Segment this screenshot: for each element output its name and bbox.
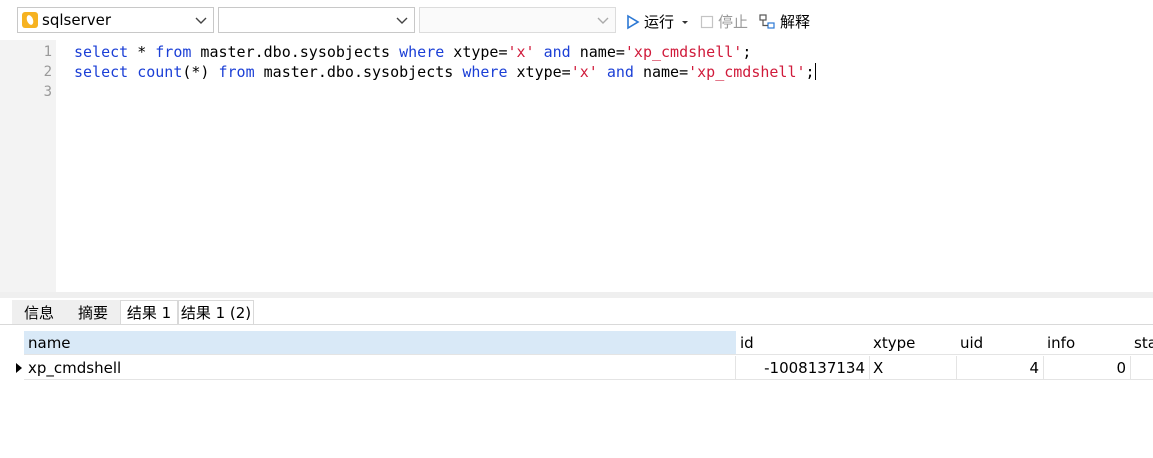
column-header-id[interactable]: id	[736, 331, 870, 355]
column-header-info[interactable]: info	[1043, 331, 1131, 355]
table-cell-uid[interactable]: 4	[956, 356, 1044, 380]
result-grid[interactable]: name id xtype uid info sta xp_cmdshell -…	[12, 331, 1153, 458]
table-cell-info[interactable]: 0	[1043, 356, 1131, 380]
toolbar: sqlserver 运行 停止 解释	[0, 0, 1153, 40]
explain-label: 解释	[780, 13, 811, 31]
sqlserver-icon	[22, 12, 38, 28]
code-line[interactable]: select * from master.dbo.sysobjects wher…	[74, 43, 752, 61]
tab-summary[interactable]: 摘要	[66, 300, 120, 324]
database-select[interactable]	[218, 7, 415, 33]
result-tabs: 信息 摘要 结果 1 结果 1 (2)	[0, 298, 1153, 325]
explain-button[interactable]: 解释	[759, 11, 810, 32]
explain-icon	[759, 13, 775, 29]
play-icon	[627, 14, 640, 29]
stop-label: 停止	[718, 13, 749, 31]
tab-result-1-2[interactable]: 结果 1 (2)	[178, 300, 254, 324]
pane-splitter[interactable]	[0, 292, 1153, 298]
current-row-marker-icon	[12, 356, 26, 380]
line-number: 3	[43, 84, 52, 100]
schema-select[interactable]	[419, 7, 616, 33]
column-header-xtype[interactable]: xtype	[869, 331, 957, 355]
tab-info[interactable]: 信息	[12, 300, 66, 324]
table-cell-name[interactable]: xp_cmdshell	[24, 356, 736, 380]
chevron-down-icon	[195, 17, 207, 24]
sql-editor[interactable]: 1 2 3 select * from master.dbo.sysobject…	[0, 40, 1153, 292]
column-header-name[interactable]: name	[24, 331, 748, 355]
connection-value: sqlserver	[42, 11, 111, 29]
tab-result-1[interactable]: 结果 1	[120, 300, 178, 324]
stop-icon	[700, 15, 714, 28]
line-number: 2	[43, 64, 52, 80]
chevron-down-icon	[396, 17, 408, 24]
text-caret	[814, 63, 816, 80]
caret-down-icon[interactable]	[680, 17, 690, 27]
table-cell-id[interactable]: -1008137134	[736, 356, 870, 380]
line-number: 1	[43, 44, 52, 60]
chevron-down-icon	[597, 17, 609, 24]
table-cell-sta[interactable]	[1130, 356, 1153, 380]
column-header-sta[interactable]: sta	[1130, 331, 1153, 355]
code-line[interactable]: select count(*) from master.dbo.sysobjec…	[74, 63, 816, 81]
line-number-gutter: 1 2 3	[0, 40, 56, 292]
run-label: 运行	[644, 13, 675, 31]
run-button[interactable]: 运行	[626, 11, 694, 32]
connection-select[interactable]: sqlserver	[17, 7, 214, 33]
table-cell-xtype[interactable]: X	[869, 356, 957, 380]
stop-button[interactable]: 停止	[700, 11, 748, 32]
column-header-uid[interactable]: uid	[956, 331, 1044, 355]
